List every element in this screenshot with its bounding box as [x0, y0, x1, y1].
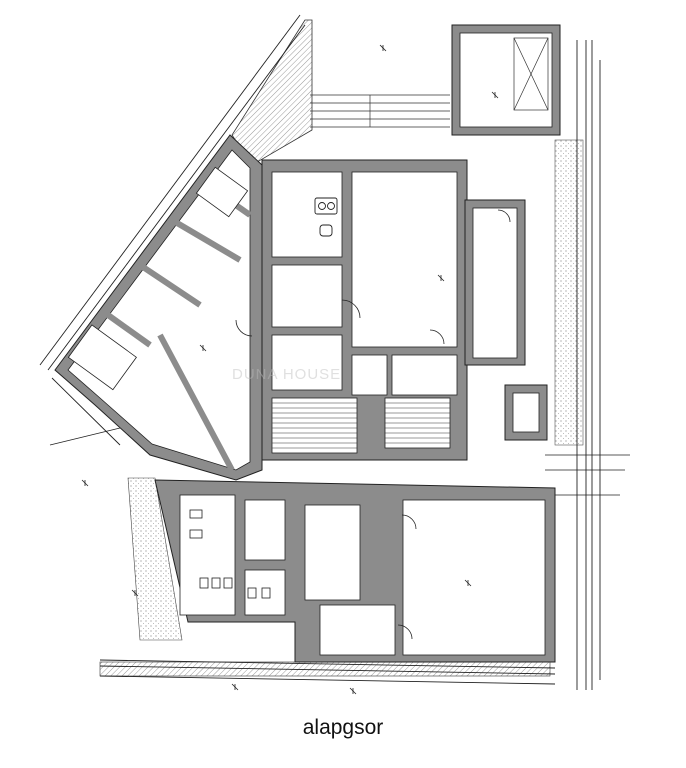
- right-entrance-interior: [512, 392, 540, 433]
- outbuilding-interior: [459, 32, 553, 128]
- room-small-center: [351, 354, 388, 396]
- watermark-text: DUNA HOUSE: [232, 366, 342, 383]
- exterior-hatched-strip-right: [554, 139, 584, 446]
- toilet-fixtures: [189, 509, 271, 599]
- stove-fixture: [314, 197, 338, 237]
- floor-plan-drawing: [39, 14, 630, 695]
- room-middle-left: [271, 264, 343, 328]
- bottom-room-left-toilets: [179, 494, 236, 616]
- staircase-left: [271, 397, 358, 454]
- right-corridor-interior: [472, 207, 518, 359]
- exterior-hatched-area-left: [127, 477, 183, 641]
- exterior-hatched-strip-diagonal: [231, 19, 313, 166]
- main-building-left-wing-interior: [67, 149, 251, 471]
- property-lines: [39, 14, 601, 690]
- room-small-right: [391, 354, 458, 396]
- bottom-room-center-lower: [319, 604, 396, 656]
- bottom-room-large: [402, 499, 546, 656]
- outdoor-steps: [310, 94, 450, 128]
- left-wing-small-rooms: [67, 166, 249, 391]
- staircase-right: [384, 397, 451, 449]
- room-top-right: [351, 171, 458, 348]
- room-lower-left: [271, 334, 343, 391]
- bottom-room-center: [304, 504, 361, 601]
- floor-plan-caption: alapgsor: [302, 716, 384, 739]
- room-top-left: [271, 171, 343, 258]
- outbuilding-cross-detail: [513, 37, 549, 111]
- bottom-room-small: [244, 499, 286, 561]
- dimension-marks: [49, 44, 630, 695]
- door-swings: [235, 209, 511, 640]
